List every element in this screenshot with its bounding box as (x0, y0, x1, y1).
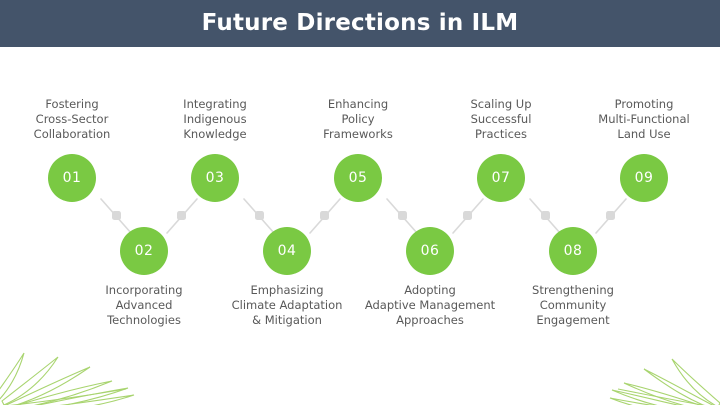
process-diagram: 01 02 03 04 05 06 07 08 09 Fostering Cro… (0, 47, 720, 405)
step-label-02: Incorporating Advanced Technologies (105, 283, 183, 327)
connector-lines (100, 198, 627, 234)
step-label-08: Strengthening Community Engagement (532, 283, 614, 327)
step-label-04: Emphasizing Climate Adaptation & Mitigat… (231, 283, 343, 327)
step-label-07: Scaling Up Successful Practices (470, 97, 532, 141)
step-label-09: Promoting Multi-Functional Land Use (598, 97, 690, 141)
page-title: Future Directions in ILM (201, 10, 519, 36)
step-number-08: 08 (563, 243, 583, 259)
step-node-09[interactable]: 09 (620, 154, 668, 202)
step-number-06: 06 (420, 243, 440, 259)
step-number-05: 05 (348, 170, 368, 186)
step-number-03: 03 (205, 170, 225, 186)
step-number-07: 07 (491, 170, 511, 186)
step-node-06[interactable]: 06 (406, 227, 454, 275)
step-node-08[interactable]: 08 (549, 227, 597, 275)
step-node-04[interactable]: 04 (263, 227, 311, 275)
step-label-03: Integrating Indigenous Knowledge (183, 97, 247, 141)
step-node-02[interactable]: 02 (120, 227, 168, 275)
step-node-05[interactable]: 05 (334, 154, 382, 202)
step-number-09: 09 (634, 170, 654, 186)
step-number-02: 02 (134, 243, 154, 259)
step-node-07[interactable]: 07 (477, 154, 525, 202)
step-number-01: 01 (62, 170, 82, 186)
step-label-06: Adopting Adaptive Management Approaches (364, 283, 496, 327)
step-node-03[interactable]: 03 (191, 154, 239, 202)
step-label-05: Enhancing Policy Frameworks (323, 97, 393, 141)
step-label-01: Fostering Cross-Sector Collaboration (33, 97, 111, 141)
step-number-04: 04 (277, 243, 297, 259)
step-node-01[interactable]: 01 (48, 154, 96, 202)
title-bar: Future Directions in ILM (0, 0, 720, 47)
